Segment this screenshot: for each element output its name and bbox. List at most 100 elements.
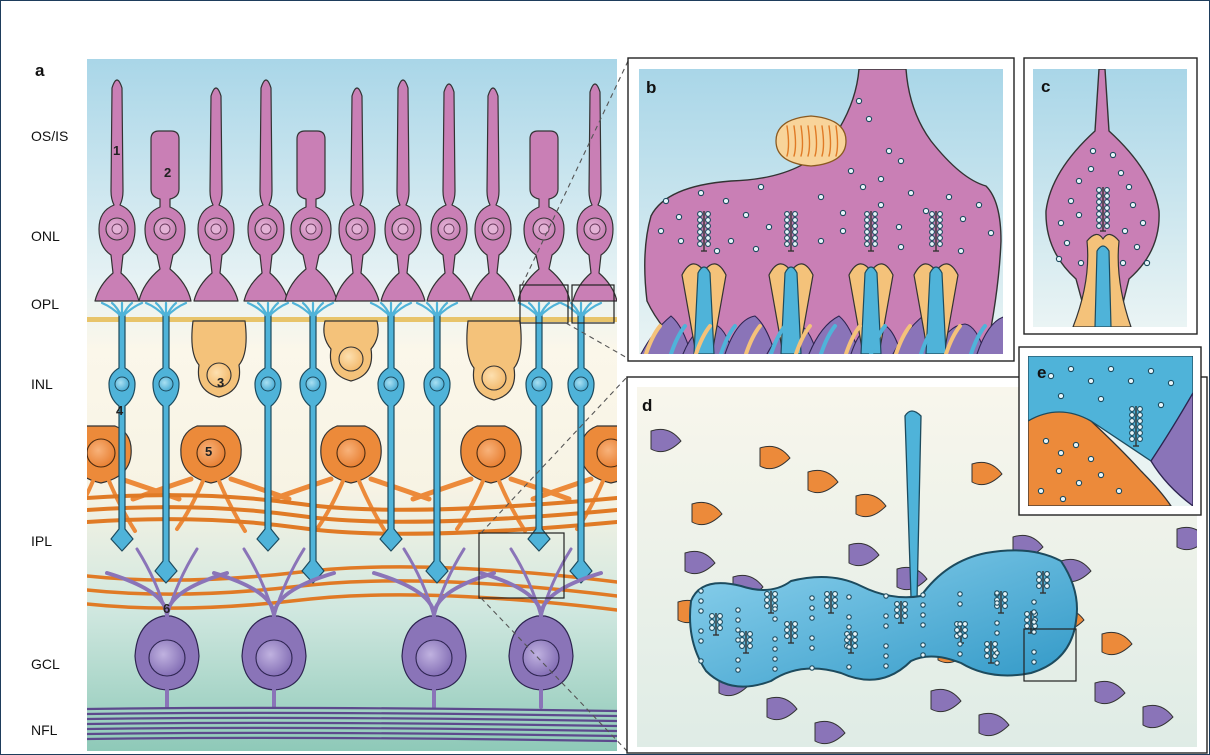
synaptic-vesicle bbox=[923, 208, 928, 213]
synaptic-vesicle bbox=[699, 629, 703, 633]
synaptic-vesicle bbox=[699, 659, 703, 663]
synaptic-vesicle bbox=[1097, 200, 1102, 205]
synaptic-vesicle bbox=[976, 202, 981, 207]
layer-label-inl: INL bbox=[31, 376, 53, 392]
synaptic-vesicle bbox=[810, 636, 814, 640]
bipolar-nucleus bbox=[574, 377, 588, 391]
bipolar-nucleus bbox=[115, 377, 129, 391]
synaptic-vesicle bbox=[699, 609, 703, 613]
synaptic-vesicle bbox=[1120, 260, 1125, 265]
synaptic-vesicle bbox=[1138, 407, 1143, 412]
synaptic-vesicle bbox=[793, 634, 798, 639]
synaptic-vesicle bbox=[706, 224, 711, 229]
synaptic-vesicle bbox=[865, 242, 870, 247]
synaptic-vesicle bbox=[884, 664, 888, 668]
synaptic-vesicle bbox=[860, 184, 865, 189]
synaptic-vesicle bbox=[995, 591, 999, 595]
synaptic-vesicle bbox=[706, 236, 711, 241]
synaptic-vesicle bbox=[706, 212, 711, 217]
synaptic-vesicle bbox=[1037, 578, 1042, 583]
synaptic-vesicle bbox=[903, 608, 908, 613]
synaptic-vesicle bbox=[658, 228, 663, 233]
synaptic-vesicle bbox=[698, 224, 703, 229]
synaptic-vesicle bbox=[748, 644, 753, 649]
synaptic-vesicle bbox=[765, 592, 770, 597]
synaptic-vesicle bbox=[865, 236, 870, 241]
panel-c: c bbox=[1024, 58, 1197, 334]
synaptic-vesicle bbox=[1032, 620, 1036, 624]
synaptic-vesicle bbox=[1122, 228, 1127, 233]
synaptic-vesicle bbox=[865, 230, 870, 235]
synaptic-vesicle bbox=[884, 594, 888, 598]
synaptic-vesicle bbox=[847, 665, 851, 669]
synaptic-vesicle bbox=[718, 620, 723, 625]
synaptic-vesicle bbox=[1138, 437, 1143, 442]
synaptic-vesicle bbox=[1025, 612, 1030, 617]
synaptic-vesicle bbox=[958, 632, 962, 636]
photoreceptor-nucleolus bbox=[112, 224, 122, 234]
synaptic-vesicle bbox=[946, 194, 951, 199]
synaptic-vesicle bbox=[993, 642, 998, 647]
synaptic-vesicle bbox=[958, 622, 962, 626]
synaptic-vesicle bbox=[938, 242, 943, 247]
bipolar-nucleus bbox=[261, 377, 275, 391]
synaptic-vesicle bbox=[895, 614, 900, 619]
synaptic-vesicle bbox=[853, 638, 858, 643]
synaptic-vesicle bbox=[1105, 206, 1110, 211]
synaptic-vesicle bbox=[785, 242, 790, 247]
synaptic-vesicle bbox=[773, 667, 777, 671]
amacrine-nucleus bbox=[337, 439, 365, 467]
synaptic-vesicle bbox=[723, 198, 728, 203]
synaptic-vesicle bbox=[1097, 188, 1102, 193]
synaptic-vesicle bbox=[765, 604, 770, 609]
synaptic-vesicle bbox=[740, 644, 745, 649]
synaptic-vesicle bbox=[1032, 610, 1036, 614]
synaptic-vesicle bbox=[1118, 170, 1123, 175]
synaptic-vesicle bbox=[930, 212, 935, 217]
synaptic-vesicle bbox=[1060, 496, 1065, 501]
cell-number-ganglion: 6 bbox=[163, 601, 170, 616]
panel-b-letter: b bbox=[646, 78, 656, 97]
synaptic-vesicle bbox=[873, 230, 878, 235]
synaptic-vesicle bbox=[1158, 402, 1163, 407]
synaptic-vesicle bbox=[840, 228, 845, 233]
synaptic-vesicle bbox=[1037, 572, 1042, 577]
synaptic-vesicle bbox=[785, 224, 790, 229]
synaptic-vesicle bbox=[995, 651, 999, 655]
synaptic-vesicle bbox=[1097, 218, 1102, 223]
synaptic-vesicle bbox=[736, 658, 740, 662]
synaptic-vesicle bbox=[706, 242, 711, 247]
synaptic-vesicle bbox=[710, 614, 715, 619]
synaptic-vesicle bbox=[736, 608, 740, 612]
synaptic-vesicle bbox=[718, 614, 723, 619]
synaptic-vesicle bbox=[903, 614, 908, 619]
synaptic-vesicle bbox=[1032, 600, 1036, 604]
synaptic-vesicle bbox=[785, 634, 790, 639]
synaptic-vesicle bbox=[884, 654, 888, 658]
synaptic-vesicle bbox=[938, 230, 943, 235]
synaptic-vesicle bbox=[728, 238, 733, 243]
synaptic-vesicle bbox=[866, 116, 871, 121]
synaptic-vesicle bbox=[921, 643, 925, 647]
synaptic-vesicle bbox=[1076, 212, 1081, 217]
synaptic-vesicle bbox=[1130, 437, 1135, 442]
synaptic-vesicle bbox=[1098, 472, 1103, 477]
synaptic-vesicle bbox=[773, 598, 778, 603]
synaptic-vesicle bbox=[833, 598, 838, 603]
synaptic-vesicle bbox=[773, 637, 777, 641]
synaptic-vesicle bbox=[895, 608, 900, 613]
synaptic-vesicle bbox=[938, 218, 943, 223]
synaptic-vesicle bbox=[847, 625, 851, 629]
layer-label-nfl: NFL bbox=[31, 722, 58, 738]
synaptic-vesicle bbox=[1003, 592, 1008, 597]
synaptic-vesicle bbox=[848, 168, 853, 173]
cell-number-horizontal: 3 bbox=[217, 375, 224, 390]
synaptic-vesicle bbox=[833, 604, 838, 609]
synaptic-vesicle bbox=[1068, 198, 1073, 203]
synaptic-vesicle bbox=[699, 589, 703, 593]
synaptic-vesicle bbox=[1090, 148, 1095, 153]
synaptic-vesicle bbox=[736, 618, 740, 622]
synaptic-vesicle bbox=[706, 230, 711, 235]
synaptic-vesicle bbox=[773, 647, 777, 651]
